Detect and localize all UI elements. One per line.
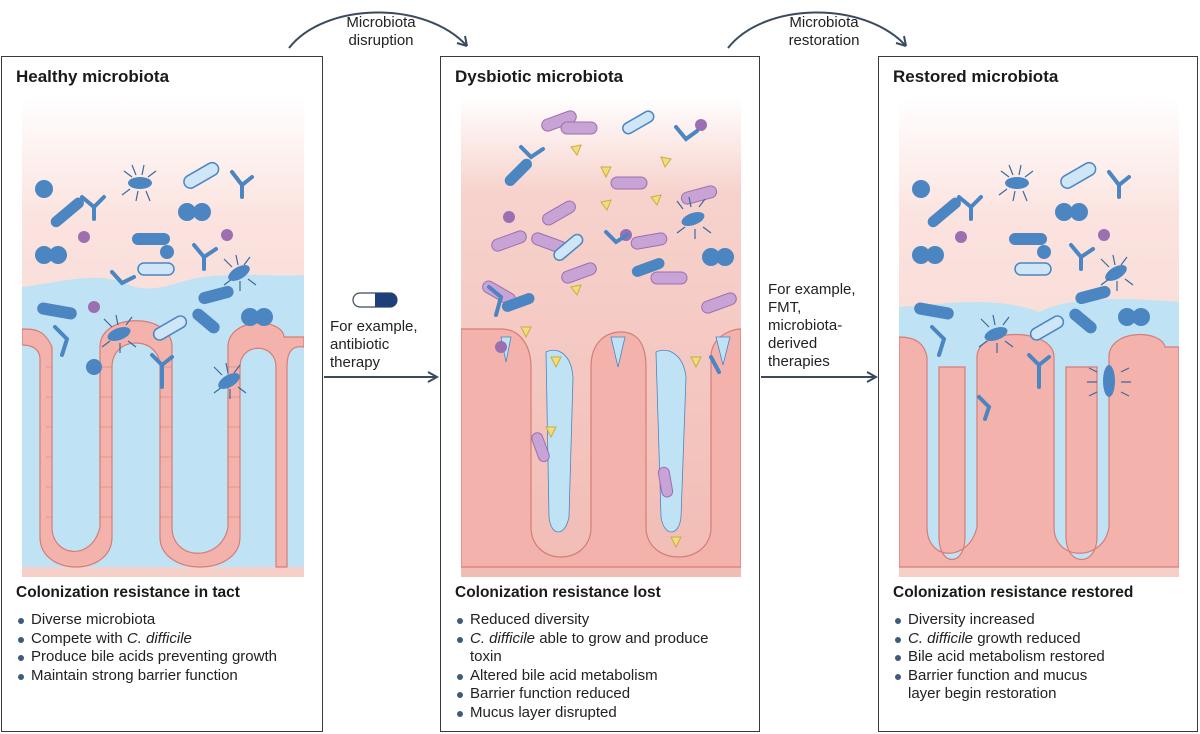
bullet-list-restored: Diversity increased C. difficile growth … [893, 611, 1143, 704]
healthy-gut-illustration [22, 97, 304, 577]
restored-gut-illustration [899, 97, 1179, 577]
bullet-item: Diverse microbiota [16, 611, 277, 630]
rod-bacterium [37, 302, 77, 320]
dysbiotic-gut-illustration [461, 97, 741, 577]
panel-title-dysbiotic: Dysbiotic microbiota [455, 67, 624, 86]
rod-bacterium [132, 233, 170, 245]
bullet-item: Bile acid metabolism restored [893, 648, 1143, 667]
bullet-item: Barrier function reduced [455, 685, 735, 704]
rod-bacterium-light [137, 262, 175, 276]
bullet-item: C. difficile able to grow and produce to… [455, 630, 735, 667]
label-antibiotic-example: For example, antibiotic therapy [330, 318, 418, 371]
cell-lines [46, 366, 240, 518]
panel-restored: Restored microbiota [878, 56, 1198, 732]
status-restored: Colonization resistance restored [893, 584, 1134, 601]
bullet-item: Diversity increased [893, 611, 1143, 630]
arrow-to-dysbiotic [324, 371, 440, 383]
panel-title-healthy: Healthy microbiota [16, 67, 170, 86]
rod-bacterium [50, 197, 84, 228]
bullet-item: C. difficile growth reduced [893, 630, 1143, 649]
bullet-list-healthy: Diverse microbiota Compete with C. diffi… [16, 611, 277, 685]
coccus [35, 180, 53, 198]
panel-title-restored: Restored microbiota [893, 67, 1059, 86]
rod-bacterium-light [183, 161, 220, 189]
disruption-curved-arrow [288, 11, 468, 49]
restored-bacteria [912, 161, 1150, 421]
restoration-curved-arrow [727, 11, 907, 49]
bullet-item: Barrier function and mucus layer begin r… [893, 667, 1123, 704]
arrow-to-restored [761, 371, 879, 383]
rod-bacterium [198, 285, 234, 305]
label-fmt-example: For example, FMT, microbiota- derived th… [768, 281, 856, 370]
bullet-list-dysbiotic: Reduced diversity C. difficile able to g… [455, 611, 735, 723]
label-microbiota-disruption: Microbiota disruption [346, 14, 416, 49]
bullet-item: Produce bile acids preventing growth [16, 648, 277, 667]
bullet-item: Reduced diversity [455, 611, 735, 630]
bullet-item: Mucus layer disrupted [455, 704, 735, 723]
status-dysbiotic: Colonization resistance lost [455, 584, 661, 601]
antibiotic-pill-icon [352, 292, 398, 308]
bullet-item: Altered bile acid metabolism [455, 667, 735, 686]
bullet-item: Compete with C. difficile [16, 630, 277, 649]
panel-healthy: Healthy microbiota [1, 56, 323, 732]
panel-dysbiotic: Dysbiotic microbiota [440, 56, 760, 732]
bullet-item: Maintain strong barrier function [16, 667, 277, 686]
rod-bacterium-light [152, 315, 188, 341]
rod-bacterium [192, 308, 220, 334]
dysbiotic-bacteria [482, 110, 737, 549]
status-healthy: Colonization resistance in tact [16, 584, 240, 601]
bacteria-cluster [35, 161, 273, 399]
label-microbiota-restoration: Microbiota restoration [788, 14, 860, 49]
